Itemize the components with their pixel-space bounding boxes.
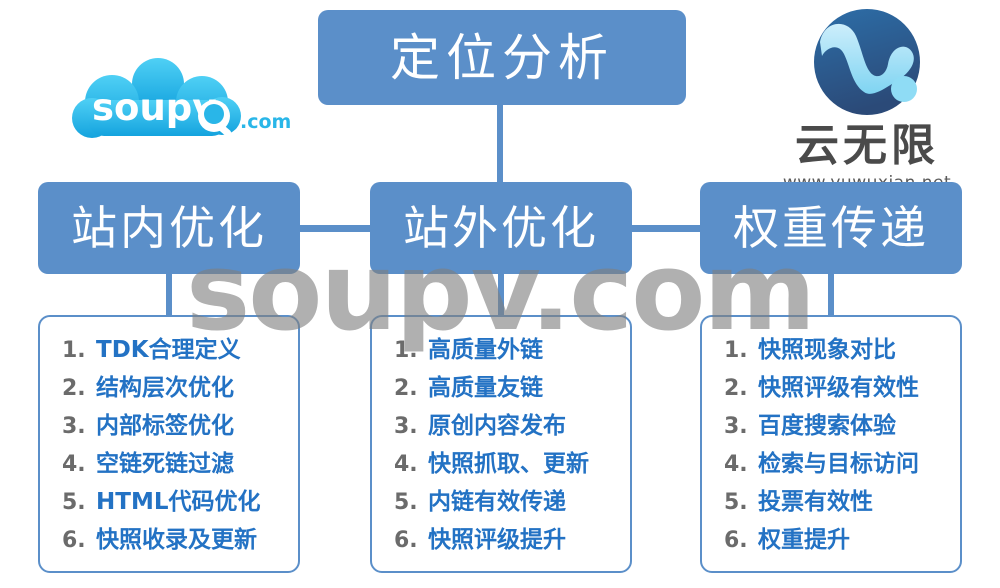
node-weight-transfer-label: 权重传递 bbox=[733, 201, 929, 255]
list-off-site: 1. 高质量外链 2. 高质量友链 3. 原创内容发布 4. 快照抓取、更新 5… bbox=[370, 315, 632, 573]
list-item-number: 5. bbox=[394, 490, 418, 515]
list-item-number: 4. bbox=[394, 452, 418, 477]
list-item: 4. 快照抓取、更新 bbox=[394, 445, 630, 483]
list-item-text: 百度搜索体验 bbox=[758, 413, 896, 439]
list-item-text: 原创内容发布 bbox=[428, 413, 566, 439]
list-item-text: 内链有效传递 bbox=[428, 489, 566, 515]
list-item: 4. 检索与目标访问 bbox=[724, 445, 960, 483]
list-item-number: 1. bbox=[394, 338, 418, 363]
list-item-text: 快照评级有效性 bbox=[758, 375, 919, 401]
list-item-text: 投票有效性 bbox=[758, 489, 873, 515]
list-item-number: 4. bbox=[62, 452, 86, 477]
connector-in-site-to-list bbox=[166, 270, 172, 318]
list-item-number: 2. bbox=[62, 376, 86, 401]
list-item: 3. 百度搜索体验 bbox=[724, 407, 960, 445]
list-item-text: 空链死链过滤 bbox=[96, 451, 234, 477]
list-item-number: 1. bbox=[62, 338, 86, 363]
list-item: 2. 高质量友链 bbox=[394, 369, 630, 407]
node-off-site-label: 站外优化 bbox=[403, 201, 599, 255]
list-item-number: 2. bbox=[394, 376, 418, 401]
list-item-text: TDK合理定义 bbox=[96, 337, 241, 363]
node-in-site-label: 站内优化 bbox=[71, 201, 267, 255]
list-item-text: 检索与目标访问 bbox=[758, 451, 919, 477]
list-item-text: 快照现象对比 bbox=[758, 337, 896, 363]
list-item: 5. 投票有效性 bbox=[724, 483, 960, 521]
list-item: 1. 高质量外链 bbox=[394, 331, 630, 369]
node-off-site[interactable]: 站外优化 bbox=[370, 182, 632, 274]
connector-root-to-bar bbox=[497, 100, 503, 230]
yuwuxian-logo: 云无限 www.yuwuxian.net bbox=[752, 6, 982, 193]
soupv-wordmark: soupv bbox=[92, 86, 216, 129]
list-in-site: 1. TDK合理定义 2. 结构层次优化 3. 内部标签优化 4. 空链死链过滤… bbox=[38, 315, 300, 573]
node-in-site[interactable]: 站内优化 bbox=[38, 182, 300, 274]
list-item-text: 内部标签优化 bbox=[96, 413, 234, 439]
list-item-number: 2. bbox=[724, 376, 748, 401]
list-item: 6. 快照评级提升 bbox=[394, 521, 630, 559]
list-item-text: 权重提升 bbox=[758, 527, 850, 553]
list-item-text: 快照抓取、更新 bbox=[428, 451, 589, 477]
list-item-number: 4. bbox=[724, 452, 748, 477]
list-item-number: 3. bbox=[62, 414, 86, 439]
list-item-text: 高质量友链 bbox=[428, 375, 543, 401]
list-item-number: 3. bbox=[724, 414, 748, 439]
list-item-number: 1. bbox=[724, 338, 748, 363]
list-item: 6. 权重提升 bbox=[724, 521, 960, 559]
list-item: 1. TDK合理定义 bbox=[62, 331, 298, 369]
soupv-tld: .com bbox=[240, 111, 291, 133]
list-item: 6. 快照收录及更新 bbox=[62, 521, 298, 559]
list-item-number: 5. bbox=[62, 490, 86, 515]
soupv-logo: soupv .com bbox=[62, 58, 302, 168]
yuwuxian-name: 云无限 bbox=[795, 120, 939, 171]
list-item-text: 结构层次优化 bbox=[96, 375, 234, 401]
list-item-text: 高质量外链 bbox=[428, 337, 543, 363]
list-item: 3. 内部标签优化 bbox=[62, 407, 298, 445]
list-item-number: 6. bbox=[62, 528, 86, 553]
list-item-text: 快照评级提升 bbox=[428, 527, 566, 553]
list-item: 5. 内链有效传递 bbox=[394, 483, 630, 521]
connector-off-site-to-list bbox=[498, 270, 504, 318]
list-item: 4. 空链死链过滤 bbox=[62, 445, 298, 483]
list-weight-transfer: 1. 快照现象对比 2. 快照评级有效性 3. 百度搜索体验 4. 检索与目标访… bbox=[700, 315, 962, 573]
list-item-number: 6. bbox=[724, 528, 748, 553]
list-item-text: HTML代码优化 bbox=[96, 489, 261, 515]
connector-weight-to-list bbox=[828, 270, 834, 318]
list-item-number: 6. bbox=[394, 528, 418, 553]
node-root[interactable]: 定位分析 bbox=[318, 10, 686, 105]
list-item-number: 5. bbox=[724, 490, 748, 515]
list-item-number: 3. bbox=[394, 414, 418, 439]
list-item: 3. 原创内容发布 bbox=[394, 407, 630, 445]
list-item-text: 快照收录及更新 bbox=[96, 527, 257, 553]
node-weight-transfer[interactable]: 权重传递 bbox=[700, 182, 962, 274]
globe-swoosh-icon bbox=[814, 9, 920, 115]
list-item: 2. 结构层次优化 bbox=[62, 369, 298, 407]
magnifier-icon bbox=[198, 100, 232, 137]
list-item: 2. 快照评级有效性 bbox=[724, 369, 960, 407]
node-root-label: 定位分析 bbox=[390, 28, 614, 87]
list-item: 5. HTML代码优化 bbox=[62, 483, 298, 521]
list-item: 1. 快照现象对比 bbox=[724, 331, 960, 369]
